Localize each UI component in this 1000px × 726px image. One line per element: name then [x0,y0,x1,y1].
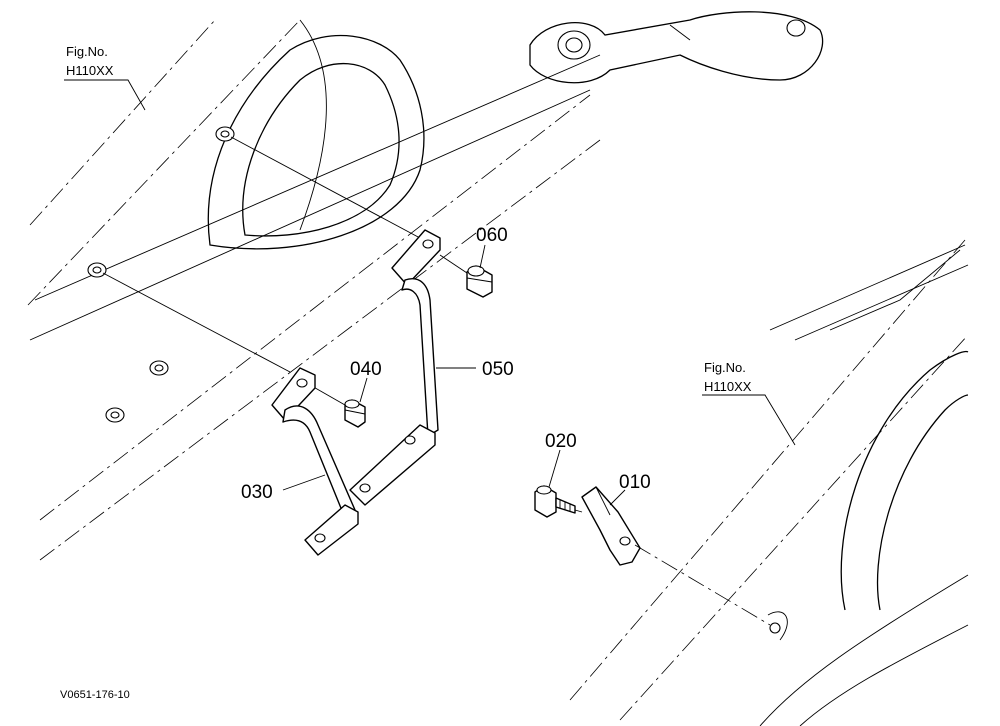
frame-hole [87,262,107,278]
bolt-040 [344,399,366,428]
right-frame-structure [569,239,969,726]
clip-010 [581,486,641,566]
callout-020: 020 [545,431,577,452]
leader-lines [64,79,796,506]
figure-ref-right: Fig.No. H110XX [704,360,752,394]
bracket-030 [271,367,359,556]
frame-hole [215,126,235,142]
callout-010: 010 [619,472,651,493]
callout-050: 050 [482,359,514,380]
figure-ref-prefix: Fig.No. [704,360,746,375]
figure-ref-code: H110XX [704,379,752,394]
frame-mounting-holes [87,126,235,423]
callout-040: 040 [350,359,382,380]
bolt-020 [534,485,576,518]
frame-hole [149,360,169,376]
drawing-code: V0651-176-10 [60,689,130,701]
frame-hole [105,407,125,423]
callout-030: 030 [241,482,273,503]
figure-ref-prefix: Fig.No. [66,44,108,59]
left-frame-structure [27,11,824,561]
assembly-axis-lines [102,136,471,406]
bolt-060 [466,265,493,298]
bracket-050 [349,229,441,506]
figure-ref-left: Fig.No. H110XX [66,44,114,78]
clip-axis-and-target [574,509,788,641]
figure-ref-code: H110XX [66,63,114,78]
callout-060: 060 [476,225,508,246]
